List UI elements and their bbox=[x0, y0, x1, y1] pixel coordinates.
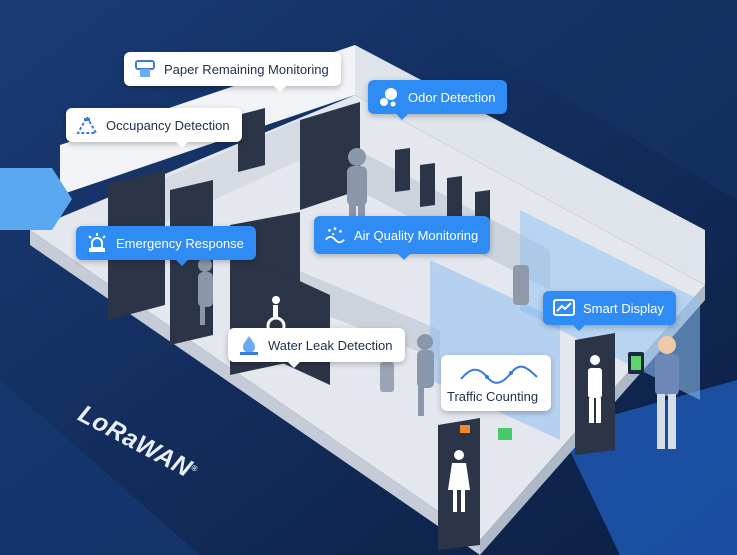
odor-detection-label: Odor Detection bbox=[408, 89, 496, 105]
traffic-wave-icon bbox=[460, 365, 538, 384]
smart-display-callout: Smart Display bbox=[543, 291, 676, 331]
water-leak-callout: Water Leak Detection bbox=[228, 328, 405, 368]
odor-detection-callout: Odor Detection bbox=[368, 80, 508, 120]
occupancy-detection-callout: Occupancy Detection bbox=[66, 108, 242, 148]
traffic-counting-label: Traffic Counting bbox=[447, 389, 539, 404]
paper-remaining-callout: Paper Remaining Monitoring bbox=[124, 52, 341, 92]
air-quality-callout: Air Quality Monitoring bbox=[314, 216, 491, 260]
left-arrow-tab bbox=[0, 168, 72, 230]
paper-dispenser-icon bbox=[134, 58, 156, 80]
water-leak-label: Water Leak Detection bbox=[268, 337, 393, 353]
traffic-counting-callout: Traffic Counting bbox=[441, 355, 551, 411]
air-quality-label: Air Quality Monitoring bbox=[354, 227, 479, 243]
emergency-response-label: Emergency Response bbox=[116, 235, 244, 251]
occupancy-detection-label: Occupancy Detection bbox=[106, 117, 230, 133]
air-waves-icon bbox=[324, 224, 346, 246]
emergency-response-callout: Emergency Response bbox=[76, 226, 256, 266]
chart-monitor-icon bbox=[553, 297, 575, 319]
alarm-light-icon bbox=[86, 232, 108, 254]
water-drop-icon bbox=[238, 334, 260, 356]
smart-display-label: Smart Display bbox=[583, 300, 664, 316]
bubbles-icon bbox=[378, 86, 400, 108]
sensor-triangle-icon bbox=[76, 114, 98, 136]
paper-remaining-label: Paper Remaining Monitoring bbox=[164, 61, 329, 77]
